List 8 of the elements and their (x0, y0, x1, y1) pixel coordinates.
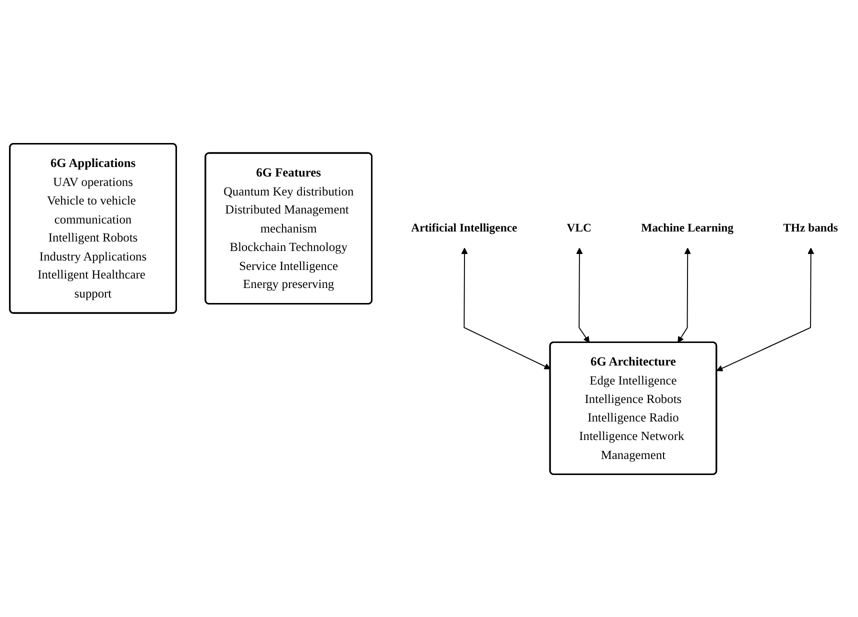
node-text: Artificial Intelligence (411, 221, 518, 234)
arrow (461, 247, 551, 369)
node-text: VLC (566, 221, 592, 234)
node-text: Machine Learning (641, 221, 734, 234)
arrow (576, 247, 590, 342)
arrow (716, 247, 814, 371)
arrow (678, 247, 691, 342)
node-text: THz bands (783, 221, 838, 234)
